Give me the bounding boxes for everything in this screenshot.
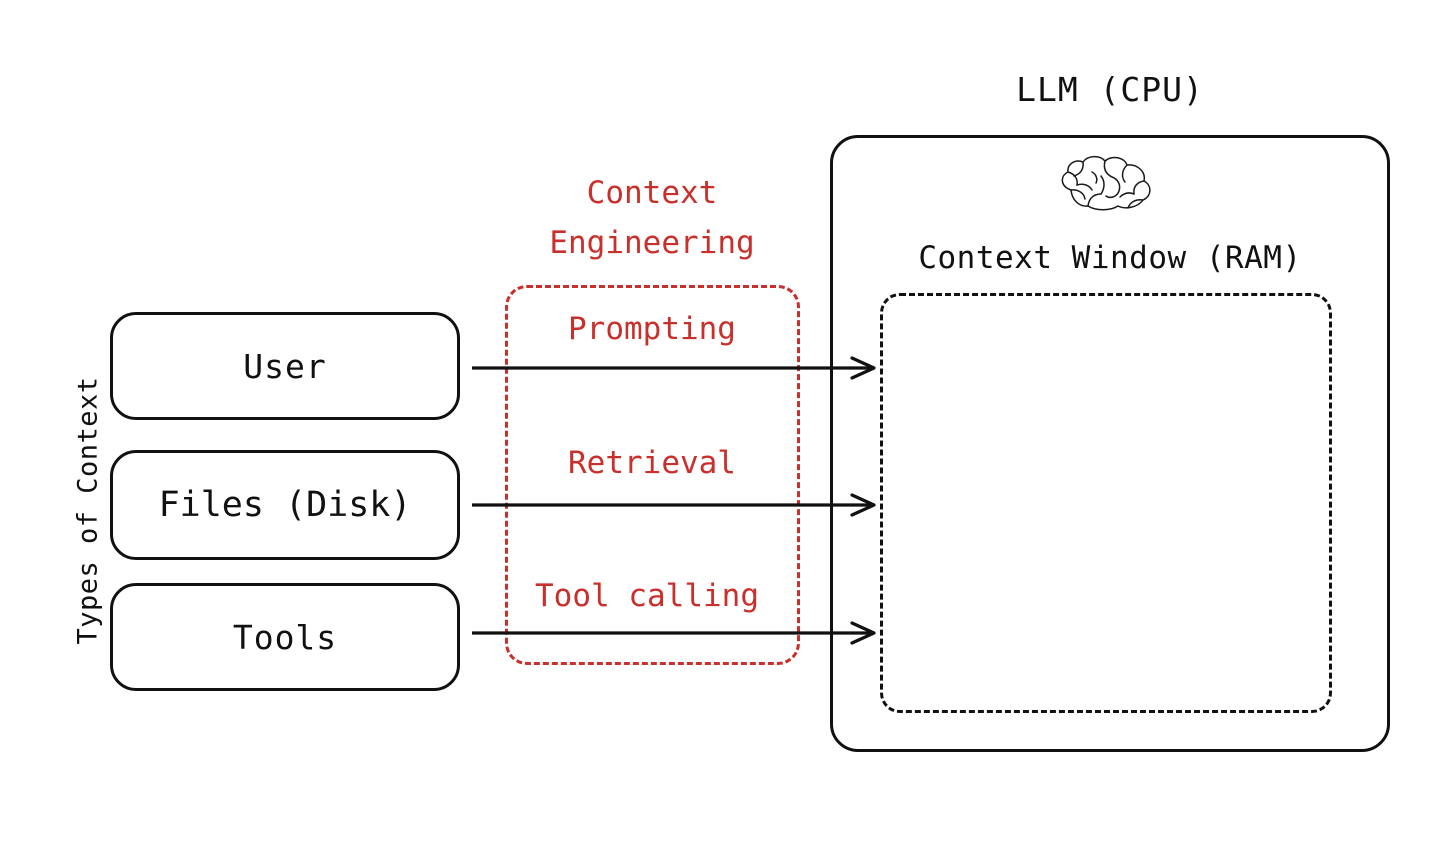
context-window-box [880, 293, 1332, 713]
types-of-context-label: Types of Context [72, 376, 104, 645]
source-box-files[interactable]: Files (Disk) [110, 450, 460, 560]
context-window-title: Context Window (RAM) [918, 240, 1302, 276]
brain-icon [1061, 155, 1151, 211]
context-engineering-title: Context Engineering [487, 168, 817, 268]
context-engineering-region [505, 285, 800, 665]
source-box-user[interactable]: User [110, 312, 460, 420]
llm-title: LLM (CPU) [1016, 70, 1204, 109]
method-label-prompting: Prompting [568, 311, 736, 347]
arrow-user-to-context-window [472, 356, 876, 380]
source-box-label: Tools [232, 617, 338, 657]
llm-box [830, 135, 1390, 752]
arrow-tools-to-context-window [472, 621, 876, 645]
source-box-label: Files (Disk) [158, 485, 412, 525]
source-box-tools[interactable]: Tools [110, 583, 460, 691]
source-box-label: User [243, 346, 327, 386]
method-label-tool-calling: Tool calling [535, 578, 759, 614]
arrow-files-to-context-window [472, 493, 876, 517]
context-engineering-title-line2: Engineering [549, 225, 755, 262]
context-engineering-title-line1: Context [586, 175, 718, 211]
method-label-retrieval: Retrieval [568, 445, 736, 481]
